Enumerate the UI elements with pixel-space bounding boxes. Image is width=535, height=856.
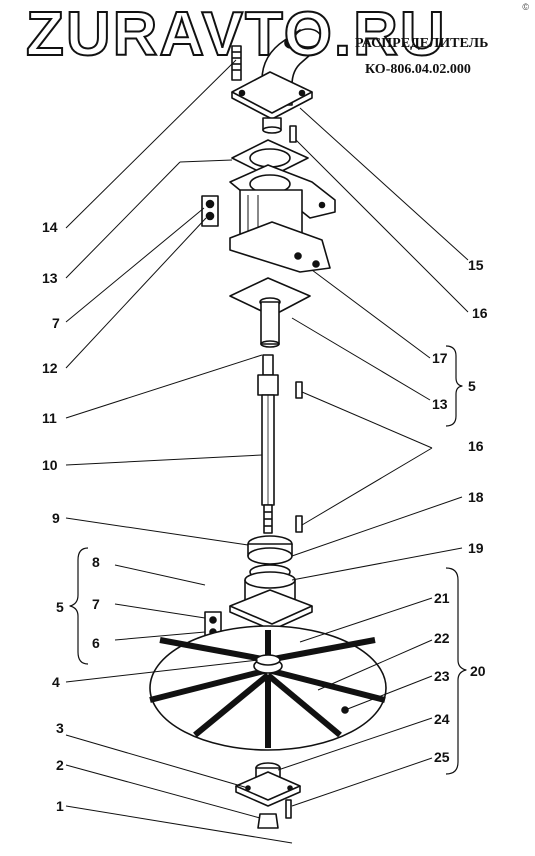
callout-12: 12 (42, 360, 58, 376)
pins-16 (295, 381, 303, 533)
callout-18: 18 (468, 489, 484, 505)
callout-23: 23 (434, 668, 450, 684)
group-bracket-20 (445, 567, 467, 775)
callout-25: 25 (434, 749, 450, 765)
ring-4 (255, 654, 281, 666)
callout-2: 2 (56, 757, 64, 773)
callout-6: 6 (92, 635, 100, 651)
callout-10: 10 (42, 457, 58, 473)
callout-16-top: 16 (472, 305, 488, 321)
shaft-10 (257, 354, 279, 534)
flange-bushing-12 (229, 277, 311, 348)
callout-19: 19 (468, 540, 484, 556)
bracket-7-top (201, 195, 219, 227)
callout-labels: 14 13 7 12 11 10 9 8 5 7 6 4 3 2 1 15 16… (42, 219, 488, 814)
bolt-14 (231, 45, 242, 81)
callout-15: 15 (468, 257, 484, 273)
drawing-part-number: КО-806.04.02.000 (365, 62, 471, 77)
pin-16-top (289, 125, 297, 143)
callout-7-top: 7 (52, 315, 60, 331)
callout-13-right: 13 (432, 396, 448, 412)
housing-17 (229, 164, 336, 273)
callout-5-left: 5 (56, 599, 64, 615)
distributor-disc-20 (149, 625, 387, 751)
callout-24: 24 (434, 711, 450, 727)
callout-5-right: 5 (468, 378, 476, 394)
callout-13-left: 13 (42, 270, 58, 286)
callout-9: 9 (52, 510, 60, 526)
callout-21: 21 (434, 590, 450, 606)
elbow-pipe (231, 28, 322, 134)
watermark-logo: ZURAVTO.RU (25, 0, 447, 69)
corner-mark: © (522, 2, 529, 12)
leader-lines (65, 59, 469, 844)
callout-16-mid: 16 (468, 438, 484, 454)
callout-22: 22 (434, 630, 450, 646)
callout-4: 4 (52, 674, 60, 690)
callout-7-lower: 7 (92, 596, 100, 612)
group-bracket-5-right (445, 345, 463, 427)
callout-3: 3 (56, 720, 64, 736)
bottom-hub-24 (235, 762, 301, 829)
callout-14: 14 (42, 219, 58, 235)
callout-17: 17 (432, 350, 448, 366)
drawing-title: РАСПРЕДЕЛИТЕЛЬ (355, 36, 489, 51)
group-bracket-5-left (69, 547, 89, 665)
callout-8: 8 (92, 554, 100, 570)
callout-20: 20 (470, 663, 486, 679)
callout-11: 11 (42, 410, 57, 426)
callout-1: 1 (56, 798, 64, 814)
